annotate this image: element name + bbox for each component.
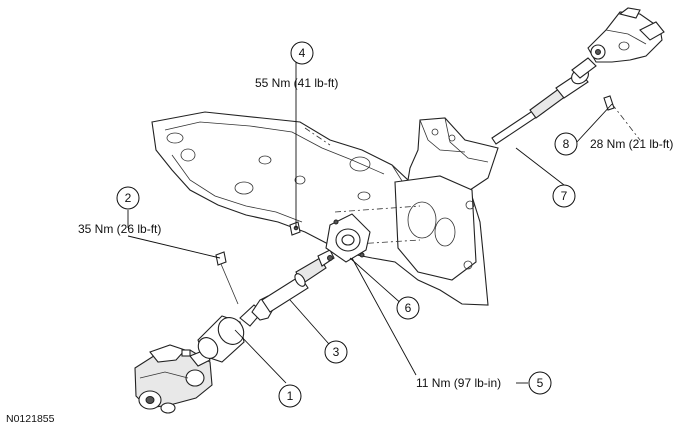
callout-2-number: 2 — [125, 191, 132, 205]
steering-column-bracket — [587, 7, 665, 141]
steering-gear — [134, 344, 213, 414]
callout-4-number: 4 — [299, 46, 306, 60]
torque-label-8: 28 Nm (21 lb-ft) — [590, 137, 673, 151]
callout-6-number: 6 — [405, 301, 412, 315]
bearing-flange — [289, 213, 371, 263]
upper-intermediate-shaft — [491, 57, 597, 145]
callout-3: 3 — [324, 340, 348, 364]
callout-5-number: 5 — [537, 376, 544, 390]
callout-5: 5 — [528, 371, 552, 395]
callout-4: 4 — [290, 41, 314, 65]
callout-6: 6 — [396, 296, 420, 320]
bolt-2 — [215, 251, 239, 305]
callout-8: 8 — [554, 132, 578, 156]
figure-id: N0121855 — [6, 413, 55, 425]
callout-1: 1 — [278, 384, 302, 408]
dash-panel — [151, 111, 499, 306]
torque-label-2: 35 Nm (26 lb-ft) — [78, 222, 161, 236]
callout-7-number: 7 — [561, 189, 568, 203]
torque-label-5: 11 Nm (97 lb-in) — [416, 376, 501, 390]
lower-intermediate-shaft — [251, 249, 335, 321]
leader-lines — [127, 62, 613, 384]
callout-3-number: 3 — [333, 345, 340, 359]
torque-label-4: 55 Nm (41 lb-ft) — [255, 76, 338, 90]
shaft-boot — [197, 304, 263, 363]
callout-2: 2 — [116, 186, 140, 210]
callout-1-number: 1 — [287, 389, 294, 403]
callout-8-number: 8 — [563, 137, 570, 151]
callout-7: 7 — [552, 184, 576, 208]
